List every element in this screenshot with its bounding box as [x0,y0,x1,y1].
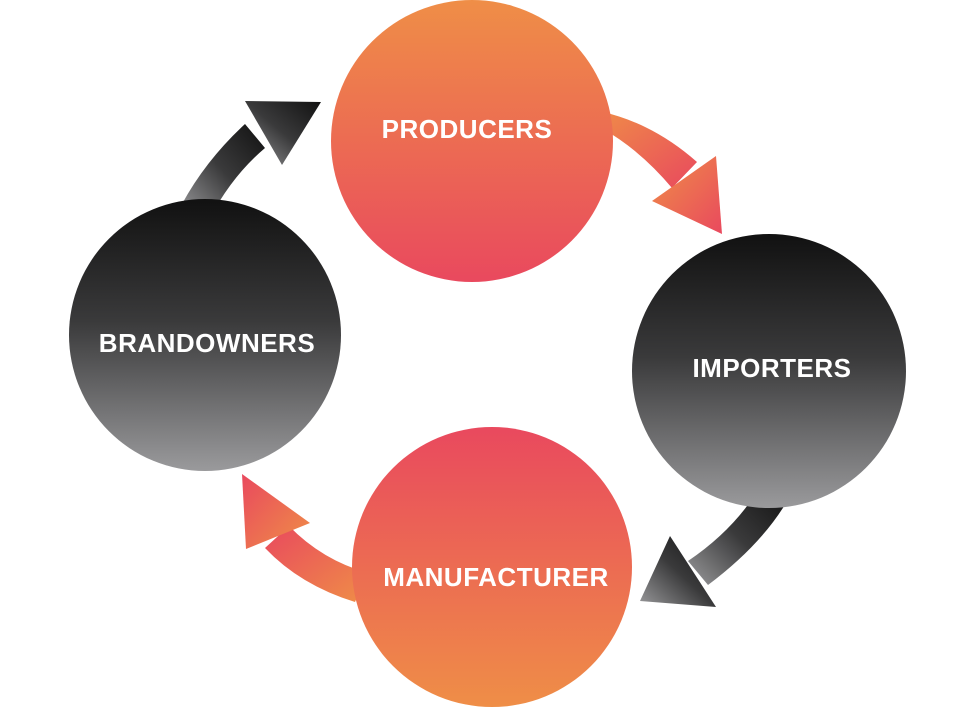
manufacturer-label: MANUFACTURER [383,562,609,592]
brandowners-circle [69,199,341,471]
node-producers: PRODUCERS [331,0,613,282]
importers-circle [632,234,906,508]
arrow-brandowners-to-producers [182,101,321,218]
producers-circle [331,0,613,282]
node-manufacturer: MANUFACTURER [352,427,632,707]
producers-label: PRODUCERS [382,114,553,144]
brandowners-label: BRANDOWNERS [99,328,315,358]
node-brandowners: BRANDOWNERS [69,199,341,471]
arrow-importers-to-manufacturer [640,487,786,607]
importers-label: IMPORTERS [692,353,851,383]
manufacturer-circle [352,427,632,707]
arrow-producers-to-importers [592,110,722,234]
node-importers: IMPORTERS [632,234,906,508]
arrow-manufacturer-to-brandowners [242,474,368,602]
